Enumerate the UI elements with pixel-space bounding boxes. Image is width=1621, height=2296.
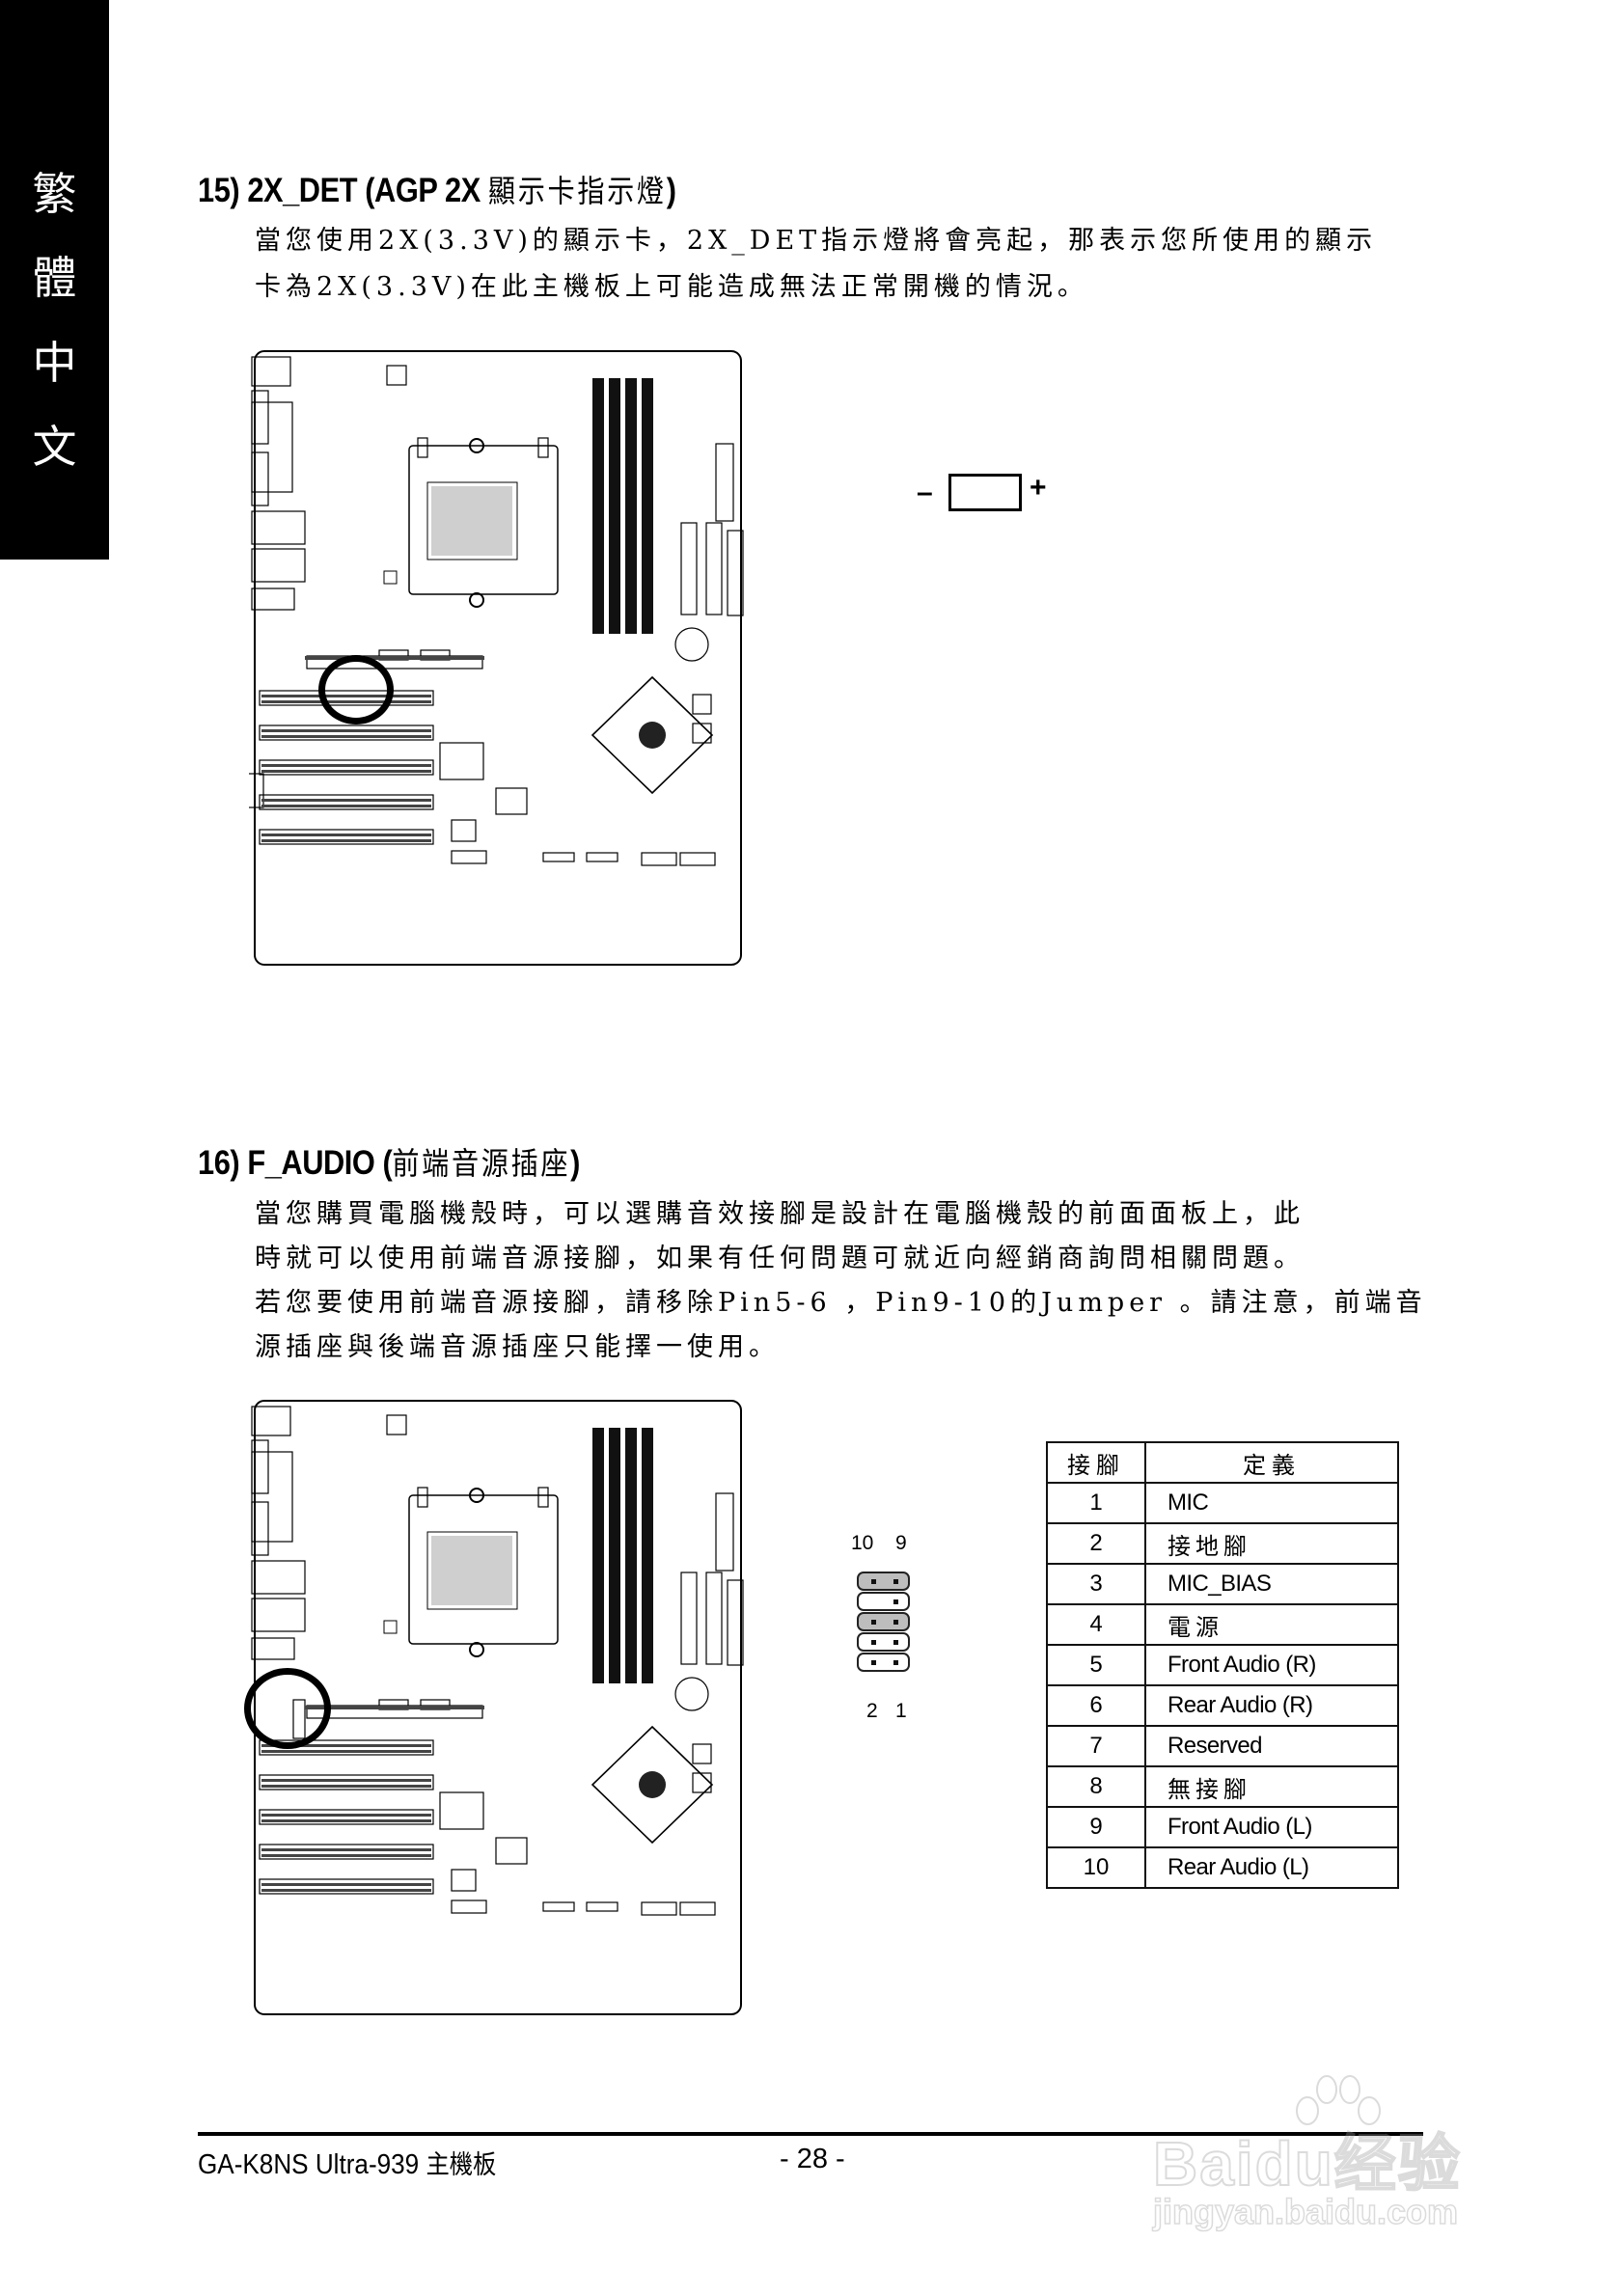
motherboard-diagram-f-audio [249,1399,746,2018]
page-number: - 28 - [780,2144,845,2174]
pin-definition: 電源 [1144,1603,1399,1646]
pin-definition: 接地腳 [1144,1522,1399,1565]
paw-logo-icon [1296,2075,1381,2125]
pin-label-1: 1 [895,1700,907,1722]
motherboard-diagram-2x-det [249,349,746,969]
section-title-latin: F_AUDIO ( [247,1144,393,1182]
pin-row-8-7 [857,1592,910,1611]
watermark-url: jingyan.baidu.com [1152,2191,1459,2232]
table-header-row: 接腳 定義 [1046,1441,1399,1484]
lang-char: 文 [32,421,77,473]
pin-number: 5 [1046,1644,1146,1686]
section-number: 15) [198,172,240,209]
highlight-circle-2x-det [318,655,394,724]
section-16-title: 16) F_AUDIO (前端音源插座) [198,1139,580,1184]
motherboard-layout-icon [251,1400,744,2015]
pin-definition: Front Audio (L) [1144,1806,1399,1848]
section-title-cjk: 前端音源插座 [392,1145,571,1182]
section-15-title: 15) 2X_DET (AGP 2X 顯示卡指示燈) [198,167,676,211]
footer-model-name: GA-K8NS Ultra-939 [198,2149,420,2180]
pin-number: 2 [1046,1522,1146,1565]
watermark-brand: Baidu经验 [1152,2128,1462,2200]
pin-row-6-5-jumper [857,1612,910,1631]
pin-number: 6 [1046,1684,1146,1727]
pin-number: 8 [1046,1765,1146,1808]
language-side-tab: 繁 體 中 文 [0,0,109,560]
column-header-definition: 定義 [1144,1441,1399,1484]
pin-number: 1 [1046,1482,1146,1524]
pin-row-4-3 [857,1632,910,1652]
baidu-watermark: Baidu经验 jingyan.baidu.com [1152,2074,1520,2232]
f-audio-pin-header: 10 9 2 1 [849,1532,926,1735]
led-icon [948,474,1022,511]
pin-row-10-9-jumper [857,1572,910,1591]
lang-char: 中 [32,337,77,389]
pin-definition: Rear Audio (R) [1144,1684,1399,1727]
body-line: 若您要使用前端音源接腳，請移除Pin5-6 ，Pin9-10的Jumper 。請… [255,1288,1427,1318]
pin-definition: Rear Audio (L) [1144,1846,1399,1889]
pin-definition: MIC [1144,1482,1399,1524]
section-number: 16) [198,1144,240,1182]
pin-row-2-1 [857,1653,910,1672]
pin-definition: Front Audio (R) [1144,1644,1399,1686]
section-title-latin: 2X_DET (AGP 2X [247,172,481,209]
section-16-body: 當您購買電腦機殼時，可以選購音效接腳是設計在電腦機殼的前面面板上，此 時就可以使… [255,1192,1427,1370]
pin-label-2: 2 [866,1700,878,1722]
pin-number: 7 [1046,1725,1146,1767]
led-minus-icon: – [917,477,933,508]
footer-model-suffix: 主機板 [426,2150,497,2180]
pin-number: 9 [1046,1806,1146,1848]
section-title-cjk: 顯示卡指示燈 [487,173,667,209]
body-line: 當您購買電腦機殼時，可以選購音效接腳是設計在電腦機殼的前面面板上，此 [255,1199,1305,1229]
pin-definition: MIC_BIAS [1144,1563,1399,1605]
footer-divider [198,2132,1423,2136]
body-line: 當您使用2X(3.3V)的顯示卡，2X_DET指示燈將會亮起，那表示您所使用的顯… [255,226,1378,256]
pin-number: 3 [1046,1563,1146,1605]
pin-definition: 無接腳 [1144,1765,1399,1808]
pin-number: 4 [1046,1603,1146,1646]
highlight-circle-f-audio [244,1668,331,1749]
section-title-close: ) [570,1144,580,1182]
section-title-close: ) [666,172,676,209]
lang-char: 體 [32,252,77,304]
body-line: 卡為2X(3.3V)在此主機板上可能造成無法正常開機的情況。 [255,272,1088,302]
lang-char: 繁 [32,168,77,220]
column-header-pin: 接腳 [1046,1441,1146,1484]
footer-model: GA-K8NS Ultra-939 主機板 [198,2144,496,2181]
motherboard-layout-icon [249,350,744,966]
pin-label-10: 10 [851,1532,874,1554]
body-line: 源插座與後端音源插座只能擇一使用。 [255,1332,780,1362]
led-plus-icon: + [1030,472,1047,504]
body-line: 時就可以使用前端音源接腳，如果有任何問題可就近向經銷商詢問相關問題。 [255,1244,1305,1273]
section-15-body: 當您使用2X(3.3V)的顯示卡，2X_DET指示燈將會亮起，那表示您所使用的顯… [255,218,1377,311]
pin-number: 10 [1046,1846,1146,1889]
pin-label-9: 9 [895,1532,907,1554]
pin-definition: Reserved [1144,1725,1399,1767]
